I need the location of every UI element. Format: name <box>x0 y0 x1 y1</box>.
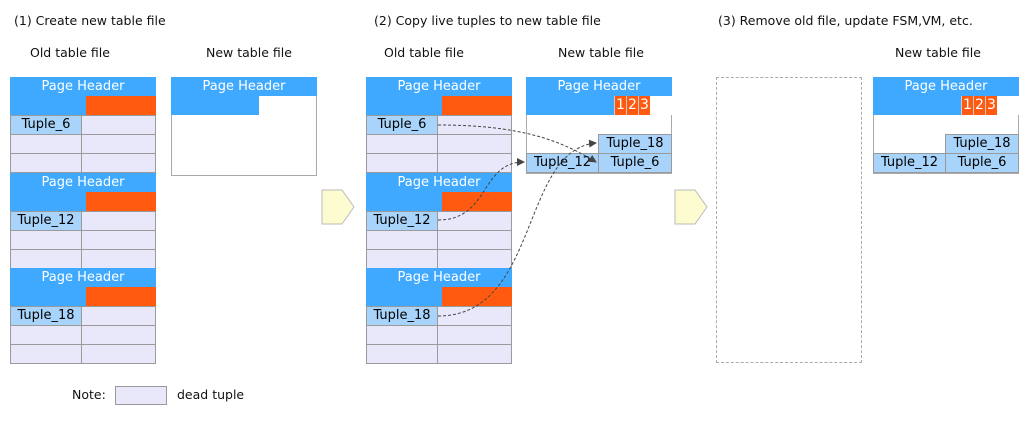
line-pointer: 2 <box>973 96 985 115</box>
removed-old-file <box>716 77 862 363</box>
page-header: Page Header <box>366 268 512 287</box>
line-pointer: 1 <box>614 96 626 115</box>
line-pointer-area <box>86 287 156 306</box>
copy-arrow-tuple6 <box>437 124 597 163</box>
live-tuple: Tuple_12 <box>10 210 82 231</box>
step-title: (2) Copy live tuples to new table file <box>374 13 601 28</box>
line-pointer-area <box>442 287 512 306</box>
new-table-label: New table file <box>895 45 981 60</box>
step-arrow-icon <box>674 189 708 225</box>
step-title: (3) Remove old file, update FSM,VM, etc. <box>718 13 973 28</box>
page-header: Page Header <box>10 172 156 192</box>
line-pointer: 3 <box>985 96 997 115</box>
page-header-area <box>873 96 961 115</box>
step-arrow-icon <box>321 189 355 225</box>
live-tuple: Tuple_12 <box>366 210 438 231</box>
live-tuple: Tuple_6 <box>10 115 82 135</box>
page-header: Page Header <box>366 172 512 192</box>
line-pointer: 3 <box>638 96 650 115</box>
dead-tuple <box>437 344 512 364</box>
note-text: dead tuple <box>177 387 245 402</box>
page-header: Page Header <box>873 77 1019 96</box>
legend-dead-tuple-swatch <box>115 386 167 405</box>
new-table-label: New table file <box>558 45 644 60</box>
live-tuple: Tuple_6 <box>945 153 1019 173</box>
old-table-label: Old table file <box>384 45 464 60</box>
live-tuple: Tuple_18 <box>10 306 82 326</box>
line-pointer-area <box>86 191 156 211</box>
line-pointer: 1 <box>961 96 973 115</box>
page-header: Page Header <box>366 77 512 96</box>
page-header: Page Header <box>10 77 156 96</box>
live-tuple: Tuple_6 <box>598 153 672 173</box>
dead-tuple <box>81 344 156 364</box>
page-header-area <box>526 96 614 115</box>
step-title: (1) Create new table file <box>14 13 166 28</box>
live-tuple: Tuple_12 <box>873 153 946 173</box>
copy-arrow-tuple18 <box>437 139 597 317</box>
page-header: Page Header <box>526 77 672 96</box>
line-pointer-area <box>442 96 512 115</box>
page-header: Page Header <box>10 268 156 287</box>
page-header: Page Header <box>171 77 317 96</box>
new-table-label: New table file <box>206 45 292 60</box>
old-table-label: Old table file <box>30 45 110 60</box>
note-label: Note: <box>72 387 106 402</box>
live-tuple: Tuple_18 <box>945 134 1019 154</box>
page-header-area <box>171 96 259 115</box>
copy-arrow-tuple12 <box>437 158 525 221</box>
line-pointer-area <box>86 96 156 115</box>
line-pointer: 2 <box>626 96 638 115</box>
